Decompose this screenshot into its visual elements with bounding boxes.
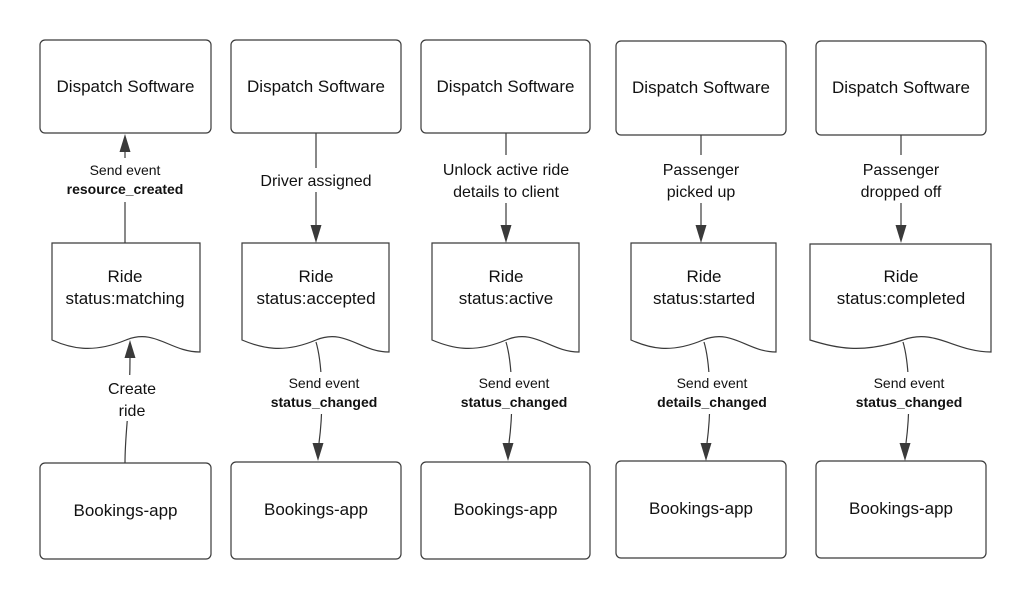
label-bg-bottom-2 bbox=[258, 372, 390, 414]
create-ride-label-line-2: ride bbox=[119, 403, 146, 420]
event-label-bottom-4: Send event bbox=[677, 375, 748, 391]
label-bg-bottom-3 bbox=[448, 372, 580, 414]
driver-assigned-label: Driver assigned bbox=[260, 173, 371, 190]
bookings-app-label-5: Bookings-app bbox=[849, 499, 953, 518]
ride-status-4: status:started bbox=[653, 289, 755, 308]
ride-document-5[interactable] bbox=[809, 243, 992, 353]
label-bg-bottom-5 bbox=[844, 372, 974, 414]
bookings-app-label-2: Bookings-app bbox=[264, 500, 368, 519]
create-ride-label-line-1: Create bbox=[108, 381, 156, 398]
column-5: Dispatch Software Passenger dropped off … bbox=[809, 40, 992, 559]
label-bg-bottom-4 bbox=[644, 372, 780, 414]
ride-title-1: Ride bbox=[108, 267, 143, 286]
unlock-label-line-2: details to client bbox=[453, 184, 559, 201]
label-bg-bottom-1 bbox=[100, 375, 162, 421]
ride-document-3[interactable] bbox=[431, 242, 580, 353]
event-name-bottom-2: status_changed bbox=[271, 394, 378, 410]
label-bg-top-2 bbox=[248, 168, 384, 192]
event-name-top-1: resource_created bbox=[67, 181, 184, 197]
column-3: Dispatch Software Unlock active ride det… bbox=[420, 39, 591, 560]
arrowhead-create-1 bbox=[124, 340, 136, 358]
dispatch-software-box-1[interactable] bbox=[39, 39, 212, 134]
bookings-app-box-3[interactable] bbox=[420, 461, 591, 560]
dispatch-software-label-1: Dispatch Software bbox=[57, 77, 195, 96]
bookings-app-label-3: Bookings-app bbox=[454, 500, 558, 519]
dropped-off-label-line-2: dropped off bbox=[861, 184, 942, 201]
bookings-app-label-4: Bookings-app bbox=[649, 499, 753, 518]
event-name-bottom-4: details_changed bbox=[657, 394, 767, 410]
picked-up-label-line-1: Passenger bbox=[663, 162, 740, 179]
bookings-app-box-1[interactable] bbox=[39, 462, 212, 560]
ride-document-4[interactable] bbox=[630, 242, 777, 353]
unlock-label-line-1: Unlock active ride bbox=[443, 162, 569, 179]
arrowhead-down-4 bbox=[695, 225, 707, 243]
dispatch-software-label-3: Dispatch Software bbox=[437, 77, 575, 96]
picked-up-label-line-2: picked up bbox=[667, 184, 736, 201]
ride-document-2[interactable] bbox=[241, 242, 390, 353]
dispatch-software-label-2: Dispatch Software bbox=[247, 77, 385, 96]
arrowhead-event-5 bbox=[899, 443, 911, 461]
bookings-app-box-4[interactable] bbox=[615, 460, 787, 559]
ride-status-5: status:completed bbox=[837, 289, 966, 308]
arrowhead-event-2 bbox=[312, 443, 324, 461]
ride-document-1[interactable] bbox=[51, 242, 201, 353]
ride-title-3: Ride bbox=[489, 267, 524, 286]
bookings-app-box-5[interactable] bbox=[815, 460, 987, 559]
arrowhead-down-3 bbox=[500, 225, 512, 243]
bookings-app-box-2[interactable] bbox=[230, 461, 402, 560]
label-bg-top-4 bbox=[648, 155, 754, 203]
column-4: Dispatch Software Passenger picked up Ri… bbox=[615, 40, 787, 559]
label-bg-top-1 bbox=[60, 158, 192, 202]
arrowhead-down-5 bbox=[895, 225, 907, 243]
arrowhead-up-1 bbox=[119, 134, 131, 152]
label-bg-top-5 bbox=[848, 155, 954, 203]
dispatch-software-label-5: Dispatch Software bbox=[832, 78, 970, 97]
arrowhead-event-4 bbox=[700, 443, 712, 461]
ride-status-1: status:matching bbox=[65, 289, 184, 308]
event-name-bottom-5: status_changed bbox=[856, 394, 963, 410]
arrowhead-down-2 bbox=[310, 225, 322, 243]
dropped-off-label-line-1: Passenger bbox=[863, 162, 940, 179]
label-bg-top-3 bbox=[428, 155, 584, 203]
ride-status-3: status:active bbox=[459, 289, 554, 308]
column-2: Dispatch Software Driver assigned Ride s… bbox=[230, 39, 402, 560]
event-label-bottom-5: Send event bbox=[874, 375, 945, 391]
event-label-bottom-2: Send event bbox=[289, 375, 360, 391]
ride-status-2: status:accepted bbox=[256, 289, 375, 308]
dispatch-software-label-4: Dispatch Software bbox=[632, 78, 770, 97]
ride-title-5: Ride bbox=[884, 267, 919, 286]
ride-title-4: Ride bbox=[687, 267, 722, 286]
event-label-bottom-3: Send event bbox=[479, 375, 550, 391]
bookings-app-label-1: Bookings-app bbox=[74, 501, 178, 520]
event-label-top-1: Send event bbox=[90, 162, 161, 178]
arrowhead-event-3 bbox=[502, 443, 514, 461]
ride-title-2: Ride bbox=[299, 267, 334, 286]
column-1: Dispatch Software Send event resource_cr… bbox=[39, 39, 212, 560]
event-name-bottom-3: status_changed bbox=[461, 394, 568, 410]
